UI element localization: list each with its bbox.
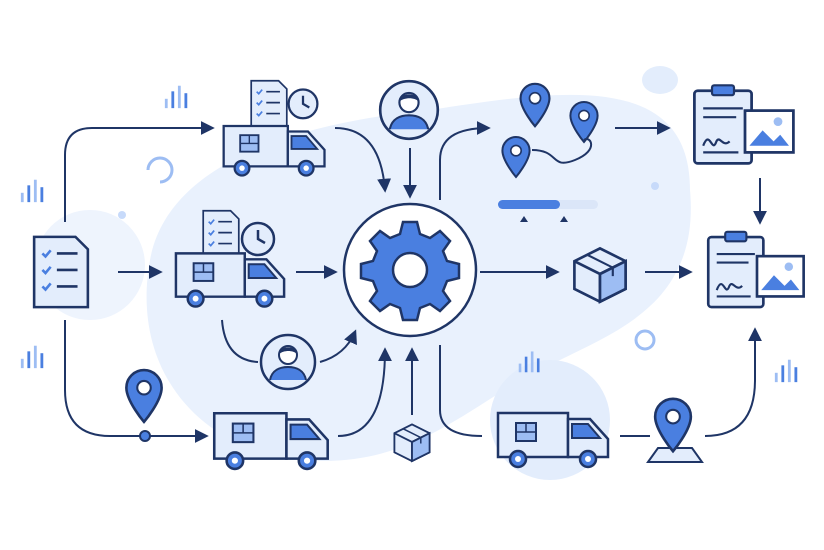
- bar-chart-icon: [774, 359, 798, 383]
- bar-chart-icon: [164, 85, 188, 109]
- package-box-icon: [393, 423, 431, 462]
- arrow-van-to-person: [221, 319, 259, 363]
- arrow-gear-to-right-van: [439, 345, 483, 437]
- location-pin-icon: [125, 368, 163, 424]
- flow-arrows: [64, 121, 767, 443]
- arrow-bottom-van-to-gear: [337, 347, 392, 437]
- arrow-gear-to-pins: [439, 121, 491, 200]
- arrow-doc-to-top-van: [64, 121, 215, 222]
- map-pin-icon: [646, 397, 704, 463]
- progress-slider: [498, 200, 598, 222]
- bar-chart-icon: [20, 179, 44, 203]
- gear-hub: [342, 202, 478, 338]
- delivery-van-icon: [212, 411, 330, 471]
- route-node: [139, 430, 151, 442]
- person-avatar-icon: [259, 333, 317, 391]
- signed-document-icon: [706, 230, 805, 309]
- bar-chart-icon: [20, 345, 44, 369]
- person-avatar-icon: [378, 79, 440, 141]
- arrow-mappin-to-doc: [704, 327, 762, 437]
- route-line: [531, 138, 593, 164]
- decorative-circles: [118, 156, 659, 351]
- arrow-doc-to-bottom-van: [64, 320, 209, 443]
- checklist-document-icon: [32, 235, 90, 309]
- arrow-person-to-gear-2: [319, 329, 357, 363]
- clipboard-icon: [202, 209, 240, 259]
- clock-icon: [287, 88, 319, 120]
- arrow-top-van-to-gear: [334, 127, 392, 193]
- package-box-icon: [573, 247, 627, 304]
- checklist-icon: [250, 79, 288, 129]
- signed-document-icon: [693, 83, 795, 165]
- clock-icon: [240, 221, 276, 257]
- gear-icon: [359, 220, 461, 322]
